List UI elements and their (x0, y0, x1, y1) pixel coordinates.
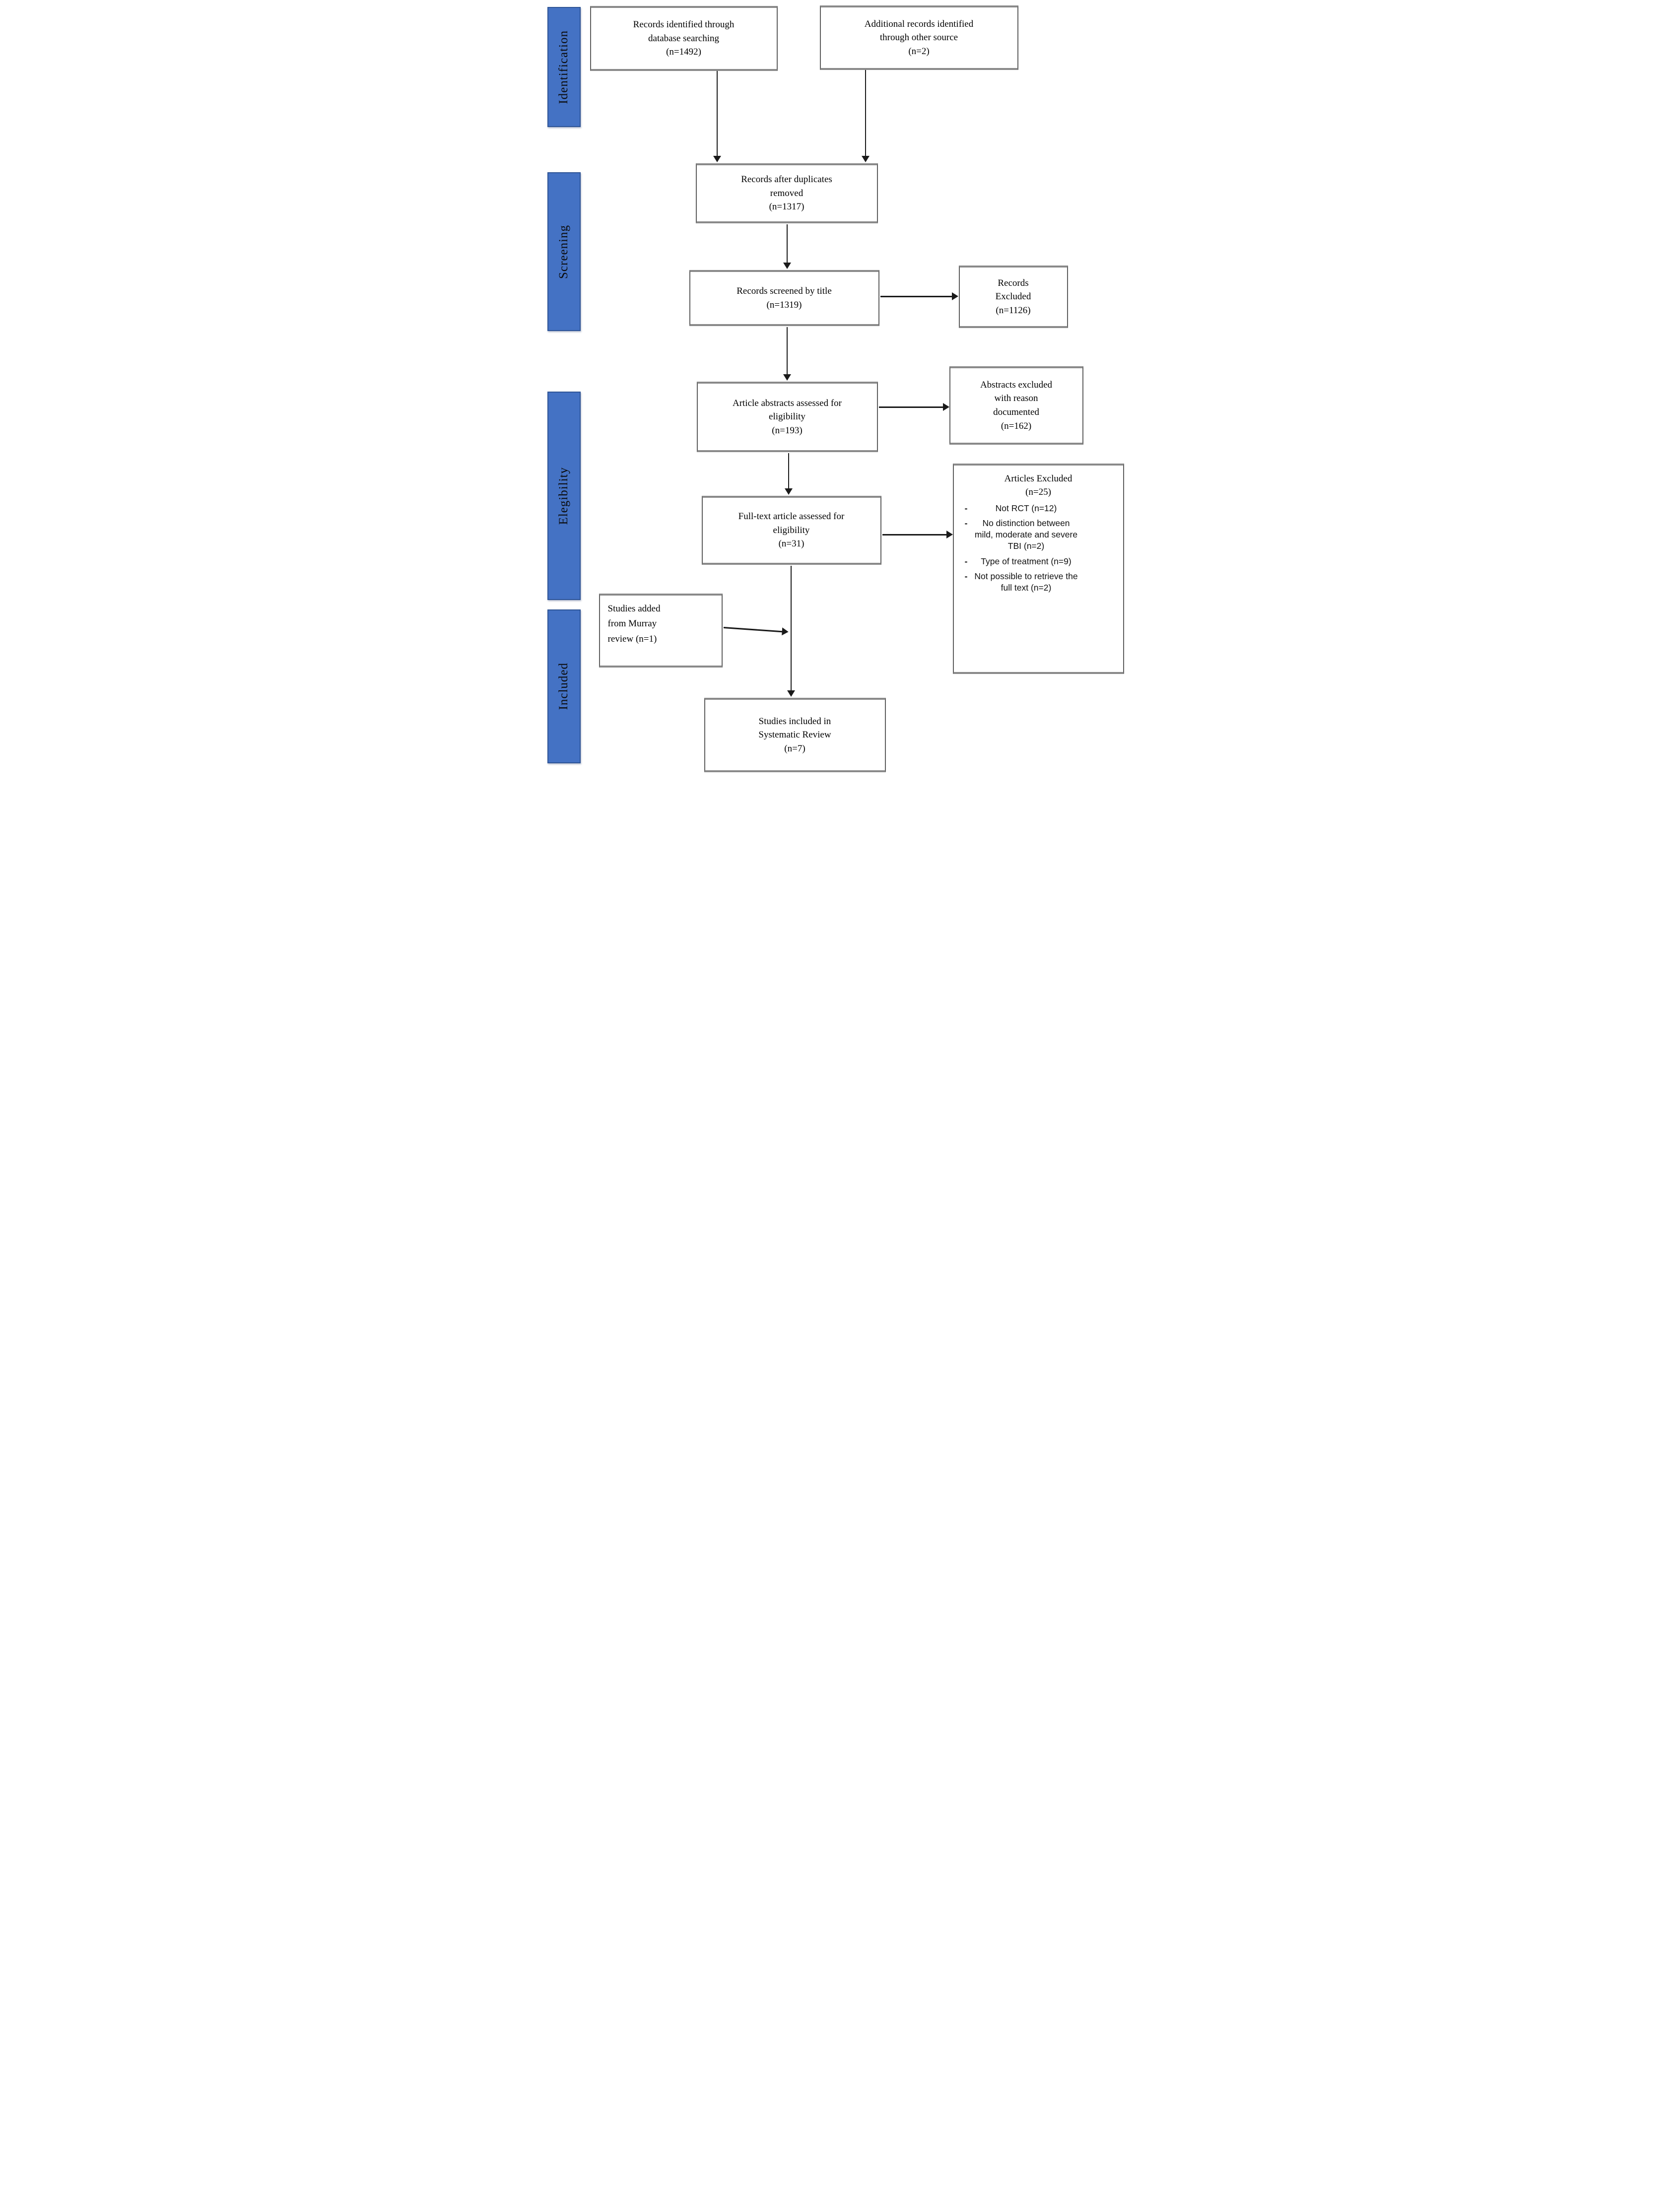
bullet-dash-icon: - (964, 518, 968, 529)
arrow-identified-to-dedup-head (713, 156, 721, 162)
box-studies-included-text: Studies included in Systematic Review (n… (758, 716, 831, 754)
arrow-abstracts-to-fulltext-head (784, 488, 793, 495)
bullet-dash-icon: - (964, 556, 968, 566)
box-additional-records: Additional records identified through ot… (819, 5, 1018, 70)
arrow-abstracts-to-excluded-head (942, 403, 949, 411)
articles-excluded-item: - No distinction between mild, moderate … (959, 518, 1118, 552)
box-records-excluded: Records Excluded (n=1126) (958, 266, 1068, 328)
box-abstracts-assessed: Article abstracts assessed for eligibili… (696, 382, 878, 452)
stage-identification: Identification (547, 7, 581, 127)
box-articles-excluded-title: Articles Excluded (n=25) (1004, 473, 1073, 497)
arrow-screened-to-excluded-head (951, 292, 958, 300)
stage-screening: Screening (547, 172, 581, 331)
articles-excluded-item: - Type of treatment (n=9) (959, 556, 1118, 567)
arrow-screened-to-excluded (880, 296, 953, 297)
box-records-excluded-text: Records Excluded (n=1126) (995, 277, 1031, 316)
box-abstracts-assessed-text: Article abstracts assessed for eligibili… (732, 398, 842, 436)
arrow-fulltext-to-included (790, 566, 792, 691)
box-abstracts-excluded-text: Abstracts excluded with reason documente… (980, 379, 1053, 431)
arrow-abstracts-to-fulltext (788, 453, 789, 490)
arrow-fulltext-to-included-head (787, 690, 795, 697)
arrow-dedup-to-screened-head (783, 263, 791, 269)
stage-identification-label: Identification (557, 30, 570, 104)
arrow-additional-to-dedup-head (861, 156, 870, 162)
arrow-fulltext-to-excluded-head (946, 531, 953, 538)
stage-eligibility: Elegibility (547, 392, 581, 600)
articles-excluded-item: - Not RCT (n=12) (959, 503, 1118, 514)
arrow-murray-to-flow (723, 623, 789, 636)
box-articles-excluded: Articles Excluded (n=25) - Not RCT (n=12… (952, 464, 1124, 674)
bullet-dash-icon: - (964, 503, 968, 514)
box-records-identified-text: Records identified through database sear… (633, 19, 735, 58)
arrow-identified-to-dedup (716, 71, 718, 157)
arrow-screened-to-abstracts (786, 327, 788, 376)
arrow-abstracts-to-excluded (878, 406, 944, 408)
stage-eligibility-label: Elegibility (557, 467, 570, 525)
articles-excluded-item: - Not possible to retrieve the full text… (959, 571, 1118, 594)
stage-included-label: Included (557, 663, 570, 710)
box-additional-records-text: Additional records identified through ot… (864, 18, 974, 57)
box-records-screened-text: Records screened by title (n=1319) (737, 285, 832, 310)
box-murray-added-text: Studies added from Murray review (n=1) (607, 603, 661, 644)
box-records-identified: Records identified through database sear… (590, 6, 778, 71)
box-abstracts-excluded: Abstracts excluded with reason documente… (949, 366, 1083, 445)
stage-included: Included (547, 609, 581, 763)
box-records-screened: Records screened by title (n=1319) (689, 270, 879, 326)
stage-screening-label: Screening (557, 224, 570, 279)
box-fulltext-assessed: Full-text article assessed for eligibili… (701, 496, 881, 565)
arrow-dedup-to-screened (786, 224, 788, 264)
bullet-dash-icon: - (964, 571, 968, 581)
arrow-additional-to-dedup (865, 70, 866, 157)
arrow-fulltext-to-excluded (882, 534, 948, 536)
prisma-flow-diagram: Identification Screening Elegibility Inc… (540, 0, 1136, 786)
arrow-screened-to-abstracts-head (783, 374, 791, 381)
box-murray-added: Studies added from Murray review (n=1) (599, 594, 723, 668)
box-fulltext-assessed-text: Full-text article assessed for eligibili… (738, 511, 845, 549)
box-duplicates-removed-text: Records after duplicates removed (n=1317… (741, 174, 832, 212)
box-studies-included: Studies included in Systematic Review (n… (704, 698, 886, 772)
arrow-murray-to-flow-head (781, 627, 789, 636)
box-duplicates-removed: Records after duplicates removed (n=1317… (695, 163, 878, 223)
